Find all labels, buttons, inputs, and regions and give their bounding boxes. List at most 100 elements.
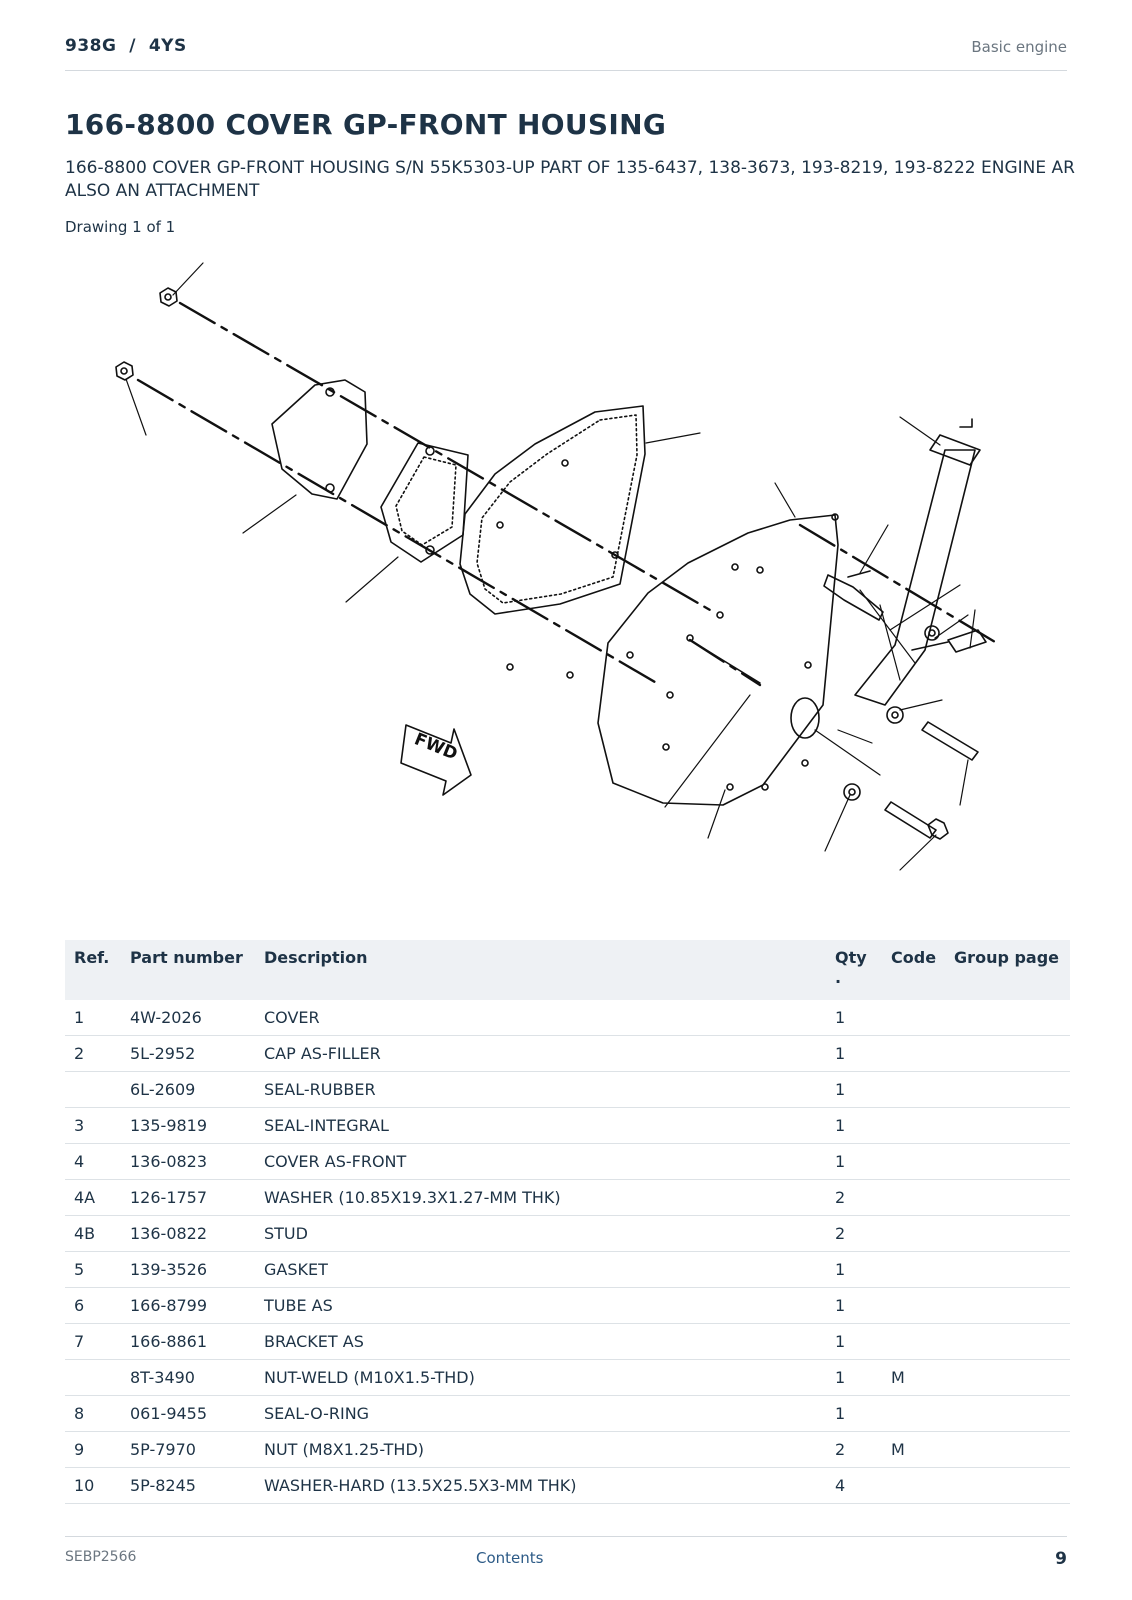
col-qty: Qty . [826, 940, 882, 1000]
part-number-cell: 8T-3490 [121, 1359, 255, 1396]
washer-right [843, 625, 940, 801]
integral-seal [380, 442, 469, 563]
page-header: 938G / 4YS Basic engine [65, 34, 1067, 71]
description-cell: TUBE AS [255, 1287, 826, 1324]
group-page-cell [945, 1395, 1070, 1432]
drawing-label: Drawing 1 of 1 [65, 218, 176, 236]
col-ref: Ref. [65, 940, 121, 1000]
qty-cell: 1 [826, 1035, 882, 1072]
description-cell: SEAL-INTEGRAL [255, 1107, 826, 1144]
ref-cell: 4 [65, 1143, 121, 1180]
description-cell: WASHER-HARD (13.5X25.5X3-MM THK) [255, 1467, 826, 1504]
code-cell [882, 1000, 946, 1036]
ref-cell [65, 1359, 121, 1396]
qty-cell: 1 [826, 1071, 882, 1108]
part-number-cell: 6L-2609 [121, 1071, 255, 1108]
group-page-cell [945, 1215, 1070, 1252]
code-cell: M [882, 1431, 946, 1468]
description-cell: STUD [255, 1215, 826, 1252]
description-cell: BRACKET AS [255, 1323, 826, 1360]
nut-lower [115, 361, 134, 381]
bolt-lower [884, 721, 979, 840]
group-page-cell [945, 1467, 1070, 1504]
stud [689, 570, 871, 684]
group-page-cell [945, 1179, 1070, 1216]
description-cell: SEAL-RUBBER [255, 1071, 826, 1108]
ref-cell [65, 1071, 121, 1108]
group-page-cell [945, 1071, 1070, 1108]
ref-cell: 1 [65, 1000, 121, 1036]
part-number-cell: 136-0822 [121, 1215, 255, 1252]
description-cell: GASKET [255, 1251, 826, 1288]
part-number-cell: 139-3526 [121, 1251, 255, 1288]
group-page-cell [945, 1287, 1070, 1324]
qty-cell: 1 [826, 1000, 882, 1036]
description-cell: WASHER (10.85X19.3X1.27-MM THK) [255, 1179, 826, 1216]
part-number-cell: 136-0823 [121, 1143, 255, 1180]
front-cover-housing [597, 513, 839, 806]
group-page-cell [945, 1323, 1070, 1360]
page-footer: SEBP2566 Contents 9 [65, 1536, 1067, 1569]
group-page-cell [945, 1000, 1070, 1036]
contents-link[interactable]: Contents [476, 1549, 544, 1567]
document-number: SEBP2566 [65, 1549, 137, 1565]
model-label: 938G / 4YS [65, 36, 187, 56]
fwd-arrow [400, 724, 472, 796]
code-cell [882, 1071, 946, 1108]
part-number-cell: 135-9819 [121, 1107, 255, 1144]
ref-cell: 9 [65, 1431, 121, 1468]
ref-cell: 4A [65, 1179, 121, 1216]
ref-cell: 4B [65, 1215, 121, 1252]
part-number-cell: 4W-2026 [121, 1000, 255, 1036]
nut-upper [159, 287, 178, 307]
page-number: 9 [1055, 1549, 1067, 1569]
table-header-row: Ref. Part number Description Qty . Code … [65, 940, 1070, 1000]
part-number-cell: 166-8861 [121, 1323, 255, 1360]
part-number-cell: 5P-8245 [121, 1467, 255, 1504]
code-cell: M [882, 1359, 946, 1396]
description-cell: CAP AS-FILLER [255, 1035, 826, 1072]
exploded-parts-drawing: FWD [115, 262, 1002, 871]
cover-plate [271, 379, 368, 500]
page-description: 166-8800 COVER GP-FRONT HOUSING S/N 55K5… [65, 158, 1075, 201]
description-cell: COVER [255, 1000, 826, 1036]
part-number-cell: 5L-2952 [121, 1035, 255, 1072]
bolt-upper [911, 629, 987, 653]
code-cell [882, 1035, 946, 1072]
group-page-cell [945, 1359, 1070, 1396]
qty-cell: 1 [826, 1323, 882, 1360]
qty-cell: 1 [826, 1395, 882, 1432]
part-number-cell: 126-1757 [121, 1179, 255, 1216]
qty-cell: 2 [826, 1179, 882, 1216]
ref-cell: 2 [65, 1035, 121, 1072]
qty-cell: 2 [826, 1431, 882, 1468]
code-cell [882, 1323, 946, 1360]
qty-cell: 1 [826, 1359, 882, 1396]
page-title: 166-8800 COVER GP-FRONT HOUSING [65, 108, 667, 141]
qty-cell: 1 [826, 1287, 882, 1324]
description-cell: SEAL-O-RING [255, 1395, 826, 1432]
part-number-cell: 061-9455 [121, 1395, 255, 1432]
tube-bracket [823, 574, 884, 621]
group-page-cell [945, 1143, 1070, 1180]
col-code: Code [882, 940, 946, 1000]
ref-cell: 10 [65, 1467, 121, 1504]
code-cell [882, 1395, 946, 1432]
qty-cell: 1 [826, 1107, 882, 1144]
group-page-cell [945, 1107, 1070, 1144]
front-gasket [459, 405, 646, 679]
code-cell [882, 1179, 946, 1216]
ref-cell: 8 [65, 1395, 121, 1432]
ref-cell: 7 [65, 1323, 121, 1360]
